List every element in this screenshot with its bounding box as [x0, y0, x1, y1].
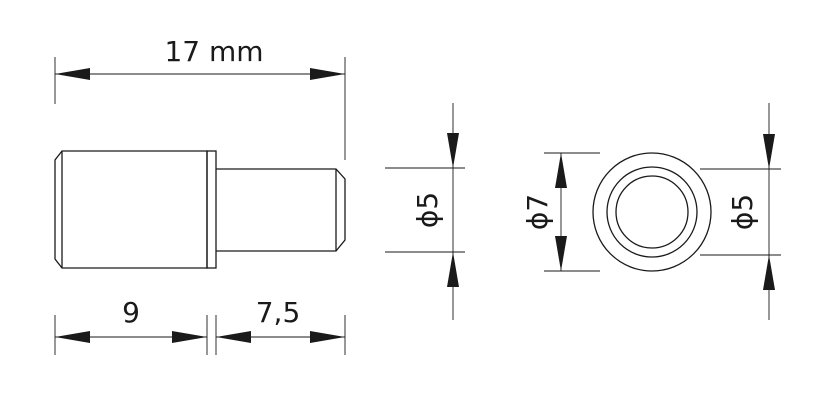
- dimension-pin-length: 7,5: [215, 296, 346, 355]
- outer-ring: [592, 152, 712, 272]
- outer-diameter-label: ϕ7: [521, 194, 554, 230]
- middle-ring: [606, 166, 698, 258]
- side-view: [54, 150, 346, 269]
- collar-outline: [206, 150, 217, 269]
- body-outline: [54, 150, 208, 269]
- pin-length-label: 7,5: [256, 296, 301, 329]
- total-length-label: 17 mm: [164, 35, 263, 68]
- dimension-total-length: 17 mm: [54, 35, 346, 160]
- pin-diameter-label: ϕ5: [411, 192, 444, 228]
- dimension-body-length: 9: [54, 296, 208, 355]
- body-length-label: 9: [122, 296, 140, 329]
- dimension-outer-diameter: ϕ7: [521, 152, 600, 272]
- pin-outline: [216, 168, 346, 252]
- end-view: [592, 152, 712, 272]
- inner-ring: [615, 175, 689, 249]
- dimension-pin-diameter: ϕ5: [385, 103, 465, 320]
- inner-diameter-label: ϕ5: [726, 194, 759, 230]
- dimension-inner-diameter: ϕ5: [700, 103, 781, 320]
